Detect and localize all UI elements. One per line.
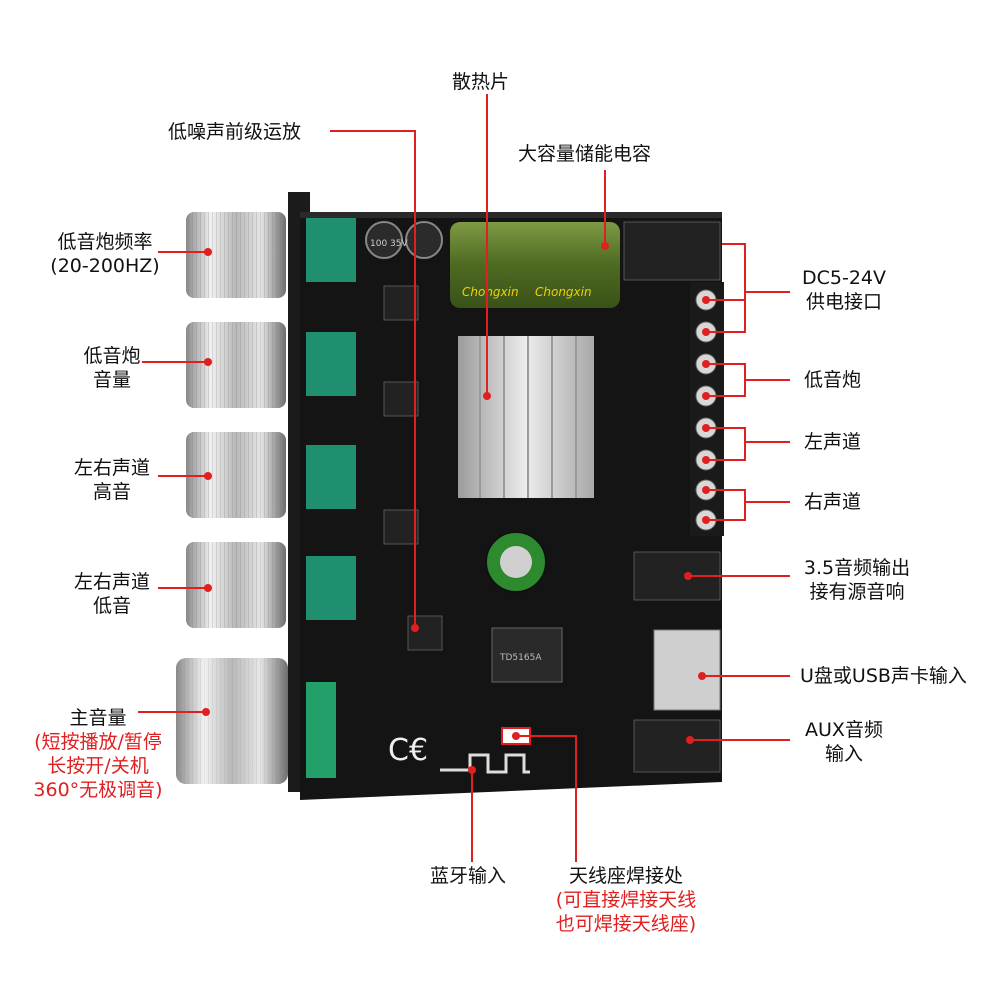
label-treble-line2: 高音 xyxy=(92,481,131,503)
knob-master-volume[interactable] xyxy=(176,658,288,784)
label-heatsink: 散热片 xyxy=(452,71,510,93)
opamp-chip-2 xyxy=(383,381,419,417)
label-aux-line1: AUX音频 xyxy=(805,719,883,741)
label-sub-volume-line1: 低音炮 xyxy=(83,345,141,367)
label-left: 左声道 xyxy=(804,431,862,453)
label-sub-volume: 低音炮 音量 xyxy=(62,344,162,392)
knob-sub-volume[interactable] xyxy=(186,322,286,408)
ce-mark: C€ xyxy=(388,733,428,768)
cap-brand-2: Chongxin xyxy=(535,285,592,299)
small-cap-mark: 100 35V xyxy=(370,239,408,249)
label-sub-freq: 低音炮频率 (20-200HZ) xyxy=(40,230,170,278)
heatsink xyxy=(458,336,594,498)
pcb-board xyxy=(300,212,722,800)
label-dc-in-line1: DC5-24V xyxy=(801,267,886,289)
label-antenna: 天线座焊接处 (可直接焊接天线 也可焊接天线座) xyxy=(536,864,716,936)
label-opamp: 低噪声前级运放 xyxy=(168,121,302,143)
dc-jack xyxy=(623,221,721,281)
knob-treble[interactable] xyxy=(186,432,286,518)
label-out35-line1: 3.5音频输出 xyxy=(803,557,911,579)
pot-1 xyxy=(306,218,356,282)
label-master-title: 主音量 xyxy=(69,707,127,729)
opamp-chip-1 xyxy=(383,285,419,321)
label-treble-line1: 左右声道 xyxy=(73,457,150,479)
opamp-chip-3 xyxy=(383,509,419,545)
label-master-note1: (短按播放/暂停 xyxy=(34,731,162,753)
label-bass: 左右声道 低音 xyxy=(62,570,162,618)
label-aux-line2: 输入 xyxy=(824,743,863,765)
pot-5 xyxy=(306,682,336,778)
label-master-note2: 长按开/关机 xyxy=(47,755,149,777)
knob-bass[interactable] xyxy=(186,542,286,628)
label-sub-volume-line2: 音量 xyxy=(92,369,131,391)
label-bass-line1: 左右声道 xyxy=(73,571,150,593)
aux-jack xyxy=(633,719,721,773)
label-dc-in: DC5-24V 供电接口 xyxy=(794,266,894,314)
chip-mark: TD5165A xyxy=(499,653,542,663)
label-right: 右声道 xyxy=(804,491,862,513)
label-master: 主音量 (短按播放/暂停 长按开/关机 360°无极调音) xyxy=(18,706,178,802)
small-cap-2 xyxy=(405,221,443,259)
label-subwoofer: 低音炮 xyxy=(804,369,862,391)
cap-brand-1: Chongxin xyxy=(462,285,519,299)
usb-port xyxy=(653,629,721,711)
label-antenna-title: 天线座焊接处 xyxy=(568,865,683,887)
bt-antenna-trace xyxy=(440,753,530,774)
label-sub-freq-line2: (20-200HZ) xyxy=(50,255,160,277)
label-antenna-note2: 也可焊接天线座) xyxy=(555,913,697,935)
pot-4 xyxy=(306,556,356,620)
label-usb: U盘或USB声卡输入 xyxy=(800,665,967,687)
label-antenna-note1: (可直接焊接天线 xyxy=(555,889,697,911)
storage-capacitor: Chongxin Chongxin xyxy=(450,222,620,308)
label-capacitor: 大容量储能电容 xyxy=(518,143,652,165)
label-aux: AUX音频 输入 xyxy=(794,718,894,766)
label-bass-line2: 低音 xyxy=(92,595,131,617)
label-dc-in-line2: 供电接口 xyxy=(805,291,882,313)
bluetooth-chip xyxy=(491,627,563,683)
pot-3 xyxy=(306,445,356,509)
opamp-chip-4 xyxy=(407,615,443,651)
label-treble: 左右声道 高音 xyxy=(62,456,162,504)
label-sub-freq-line1: 低音炮频率 xyxy=(57,231,153,253)
label-master-note3: 360°无极调音) xyxy=(33,779,163,801)
label-out35-line2: 接有源音响 xyxy=(809,581,905,603)
label-bluetooth: 蓝牙输入 xyxy=(430,865,507,887)
pot-2 xyxy=(306,332,356,396)
small-cap-1 xyxy=(365,221,403,259)
label-out35: 3.5音频输出 接有源音响 xyxy=(794,556,920,604)
knob-sub-freq[interactable] xyxy=(186,212,286,298)
